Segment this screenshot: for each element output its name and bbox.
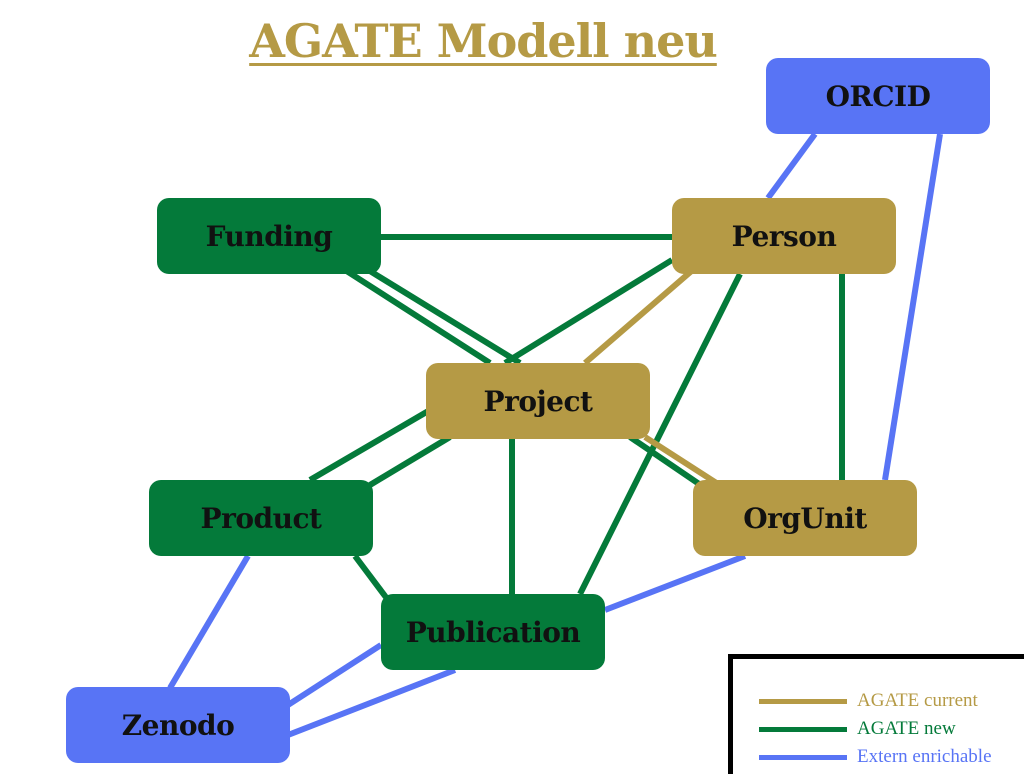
edge-orcid-orgunit-extern [882, 133, 943, 481]
node-funding[interactable]: Funding [157, 198, 381, 274]
legend: AGATE current AGATE new Extern enrichabl… [728, 654, 1024, 774]
edge-project-orgunit-current [643, 434, 720, 487]
edge-person-project-current [583, 265, 697, 366]
edge-funding-project-new [363, 265, 522, 366]
edge-publication-zenodo-extern [286, 642, 383, 708]
edge-project-product-new [308, 407, 432, 483]
node-publication[interactable]: Publication [381, 594, 605, 670]
edge-product-publication-new [352, 554, 391, 602]
edge-project-product-new [363, 434, 452, 491]
legend-swatch-new [759, 726, 847, 732]
node-label-orgunit: OrgUnit [743, 501, 867, 535]
node-label-funding: Funding [205, 219, 333, 253]
node-product[interactable]: Product [149, 480, 373, 556]
node-label-product: Product [200, 501, 322, 535]
legend-item-extern: Extern enrichable [759, 744, 992, 770]
node-orcid[interactable]: ORCID [766, 58, 990, 134]
legend-swatch-extern [759, 754, 847, 760]
legend-item-current: AGATE current [759, 688, 978, 714]
edge-publication-zenodo-extern [286, 667, 457, 738]
edge-person-project-new [503, 257, 674, 366]
legend-label-new: AGATE new [857, 718, 956, 739]
edge-orgunit-publication-extern [603, 553, 747, 613]
node-label-zenodo: Zenodo [121, 708, 235, 742]
legend-item-new: AGATE new [759, 716, 956, 742]
node-orgunit[interactable]: OrgUnit [693, 480, 917, 556]
legend-label-extern: Extern enrichable [857, 746, 992, 767]
node-label-project: Project [483, 384, 593, 418]
edge-person-publication-new [577, 272, 743, 596]
edge-project-orgunit-new [628, 434, 707, 491]
legend-swatch-current [759, 698, 847, 704]
node-label-person: Person [731, 219, 837, 253]
node-zenodo[interactable]: Zenodo [66, 687, 290, 763]
edge-orcid-person-extern [765, 132, 818, 200]
node-label-orcid: ORCID [825, 79, 931, 113]
diagram-title: AGATE Modell neu [249, 14, 718, 68]
node-person[interactable]: Person [672, 198, 896, 274]
edge-product-zenodo-extern [167, 554, 251, 690]
legend-label-current: AGATE current [857, 690, 978, 711]
node-project[interactable]: Project [426, 363, 650, 439]
node-label-publication: Publication [405, 615, 581, 649]
edge-funding-project-new [343, 267, 492, 366]
